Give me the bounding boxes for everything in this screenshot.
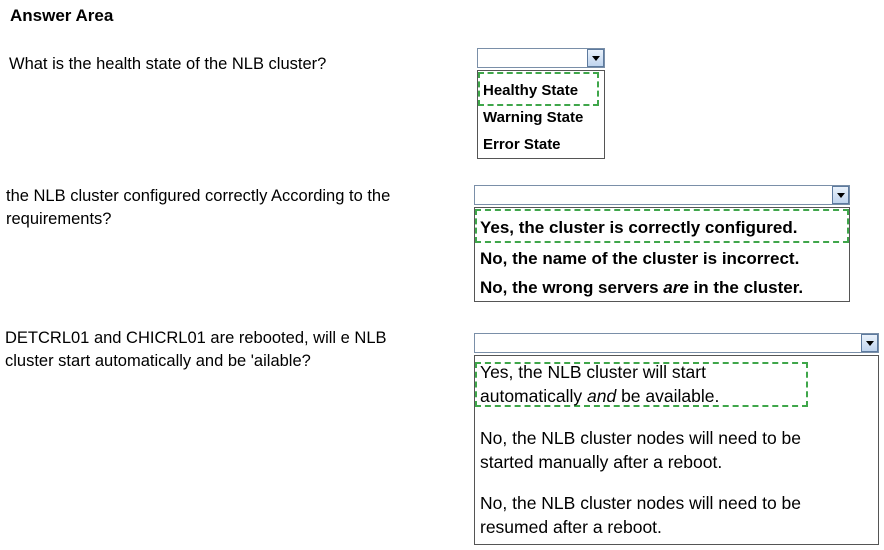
question-3-option-auto-start[interactable]: Yes, the NLB cluster will start automati… xyxy=(480,360,719,408)
question-3-dropdown[interactable] xyxy=(474,333,879,353)
question-2-text: the NLB cluster configured correctly Acc… xyxy=(6,185,390,231)
question-2-option-correct[interactable]: Yes, the cluster is correctly configured… xyxy=(480,218,798,237)
question-3-dropdown-button[interactable] xyxy=(861,334,878,352)
question-3-options-list: Yes, the NLB cluster will start automati… xyxy=(474,355,879,545)
question-2-text-line-1: the NLB cluster configured correctly Acc… xyxy=(6,187,391,205)
question-2-option-name-incorrect[interactable]: No, the name of the cluster is incorrect… xyxy=(480,249,800,268)
question-2-option-3-emphasis: are xyxy=(663,278,689,297)
question-3-option-2-line-1: No, the NLB cluster nodes will need to b… xyxy=(480,428,802,448)
question-3-option-3-line-2: resumed after a reboot. xyxy=(480,517,662,537)
selected-answer-highlight xyxy=(475,362,808,407)
question-3-option-1-line-2-emphasis: and xyxy=(587,386,617,406)
chevron-down-icon xyxy=(836,192,845,198)
question-2-option-3-before: No, the wrong servers xyxy=(480,278,664,297)
question-3-option-2-line-2: started manually after a reboot. xyxy=(480,452,723,472)
answer-area-title: Answer Area xyxy=(10,6,114,25)
question-2-dropdown-button[interactable] xyxy=(832,186,849,204)
question-3-option-3-line-1: No, the NLB cluster nodes will need to b… xyxy=(480,493,802,513)
question-1-dropdown-button[interactable] xyxy=(587,49,604,67)
question-1-dropdown[interactable] xyxy=(477,48,605,68)
chevron-down-icon xyxy=(591,55,600,61)
question-3-text-line-2: cluster start automatically and be 'aila… xyxy=(5,352,311,370)
question-2-text-line-2: requirements? xyxy=(6,210,112,228)
question-2-options-list: Yes, the cluster is correctly configured… xyxy=(474,207,850,302)
selected-answer-highlight xyxy=(478,72,599,106)
selected-answer-highlight xyxy=(475,209,849,243)
question-1-option-warning[interactable]: Warning State xyxy=(483,109,584,126)
question-3-option-1-line-2: automatically and be available. xyxy=(480,384,719,408)
question-3-option-start-manually[interactable]: No, the NLB cluster nodes will need to b… xyxy=(480,426,801,474)
question-2-dropdown[interactable] xyxy=(474,185,850,205)
question-3-text: DETCRL01 and CHICRL01 are rebooted, will… xyxy=(5,327,387,373)
chevron-down-icon xyxy=(865,340,874,346)
question-1-options-list: Healthy State Warning State Error State xyxy=(477,70,605,159)
question-2-option-wrong-servers[interactable]: No, the wrong servers are in the cluster… xyxy=(480,278,803,298)
question-2-option-3-after: in the cluster. xyxy=(688,278,804,297)
question-3-option-resume[interactable]: No, the NLB cluster nodes will need to b… xyxy=(480,491,801,539)
question-1-text: What is the health state of the NLB clus… xyxy=(9,55,327,73)
question-1-option-healthy[interactable]: Healthy State xyxy=(483,82,579,99)
question-3-option-1-line-1: Yes, the NLB cluster will start xyxy=(480,362,706,382)
question-3-option-1-line-2-after: be available. xyxy=(616,386,720,406)
question-3-text-line-1: DETCRL01 and CHICRL01 are rebooted, will… xyxy=(5,329,387,347)
question-3-option-1-line-2-before: automatically xyxy=(480,386,587,406)
question-1-option-error[interactable]: Error State xyxy=(483,136,561,153)
